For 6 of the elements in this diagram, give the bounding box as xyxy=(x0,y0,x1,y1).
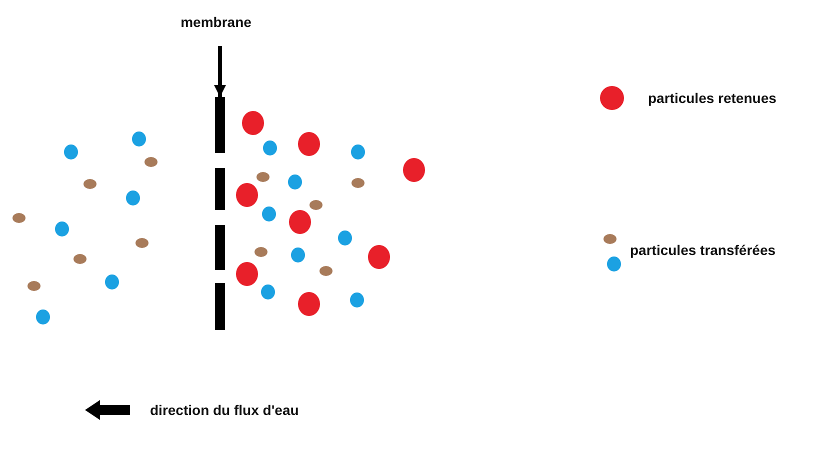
membrane-label: membrane xyxy=(170,12,262,32)
membrane-bar xyxy=(215,97,225,330)
direction-label: direction du flux d'eau xyxy=(150,401,299,420)
arrow xyxy=(214,46,226,97)
legend-label: particules retenues xyxy=(648,89,776,108)
legend-label: particules transférées xyxy=(630,241,776,260)
